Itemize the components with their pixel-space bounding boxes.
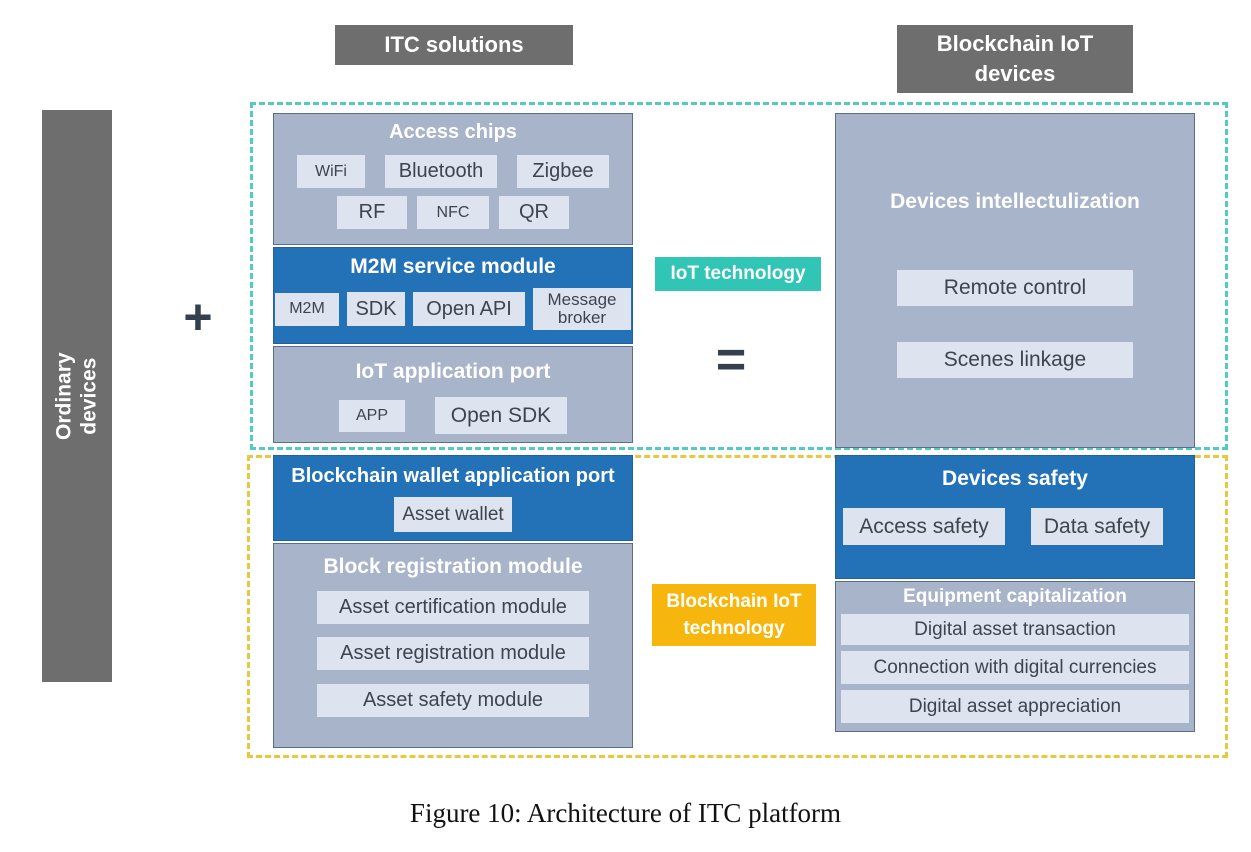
access-chips-row2: RF NFC QR xyxy=(274,196,632,229)
blockchain-iot-devices-line1: Blockchain IoT xyxy=(936,31,1094,56)
iot-application-port-title: IoT application port xyxy=(355,360,551,383)
itc-solutions-label: ITC solutions xyxy=(335,25,573,65)
chip-asset-registration-module: Asset registration module xyxy=(317,637,589,670)
chip-sdk: SDK xyxy=(347,292,405,326)
wallet-chips-row: Asset wallet xyxy=(274,497,632,532)
iot-app-chips-row: APP Open SDK xyxy=(274,397,632,434)
chip-data-safety: Data safety xyxy=(1031,508,1163,545)
chip-m2m: M2M xyxy=(275,292,339,326)
iot-application-port-section: IoT application port APP Open SDK xyxy=(273,346,633,443)
ordinary-devices-line1: Ordinary xyxy=(52,352,76,440)
chip-connection-with-digital-currencies: Connection with digital currencies xyxy=(841,651,1189,684)
access-chips-section: Access chips WiFi Bluetooth Zigbee RF NF… xyxy=(273,113,633,245)
blockchain-wallet-port-title: Blockchain wallet application port xyxy=(291,465,615,487)
blockchain-wallet-port-section: Blockchain wallet application port Asset… xyxy=(273,455,633,541)
chip-open-sdk: Open SDK xyxy=(435,397,567,434)
blockchain-iot-devices-label: Blockchain IoT devices xyxy=(897,25,1133,93)
chip-access-safety: Access safety xyxy=(843,508,1005,545)
equals-operator: = xyxy=(715,331,747,389)
chip-bluetooth: Bluetooth xyxy=(385,155,497,188)
chip-asset-certification-module: Asset certification module xyxy=(317,591,589,624)
devices-intellectulization-title: Devices intellectulization xyxy=(890,190,1140,213)
chip-asset-safety-module: Asset safety module xyxy=(317,684,589,717)
m2m-service-module-title: M2M service module xyxy=(350,255,556,278)
chip-digital-asset-appreciation: Digital asset appreciation xyxy=(841,690,1189,723)
ordinary-devices-line2: devices xyxy=(78,357,101,435)
blockchain-iot-technology-frame xyxy=(247,455,1228,758)
chip-zigbee: Zigbee xyxy=(517,155,609,188)
m2m-service-module-section: M2M service module M2M SDK Open API Mess… xyxy=(273,247,633,344)
figure-caption: Figure 10: Architecture of ITC platform xyxy=(409,798,842,828)
chip-asset-wallet: Asset wallet xyxy=(394,497,512,532)
chip-qr: QR xyxy=(499,196,569,229)
m2m-chips-row: M2M SDK Open API Message broker xyxy=(274,288,632,330)
equipment-capitalization-title: Equipment capitalization xyxy=(903,586,1127,607)
chip-open-api: Open API xyxy=(413,292,525,326)
blockchain-iot-technology-line1: Blockchain IoT xyxy=(666,591,802,612)
devices-safety-chips-row: Access safety Data safety xyxy=(836,508,1194,545)
chip-nfc: NFC xyxy=(417,196,489,229)
chip-app: APP xyxy=(339,399,405,432)
blockchain-iot-devices-line2: devices xyxy=(974,61,1056,86)
chip-message-broker: Message broker xyxy=(533,288,631,330)
access-chips-row1: WiFi Bluetooth Zigbee xyxy=(274,155,632,188)
blockchain-iot-technology-label: Blockchain IoT technology xyxy=(652,584,816,646)
ordinary-devices-rail: Ordinary devices xyxy=(42,110,112,682)
devices-intellectulization-section: Devices intellectulization Remote contro… xyxy=(835,113,1195,448)
access-chips-title: Access chips xyxy=(389,121,517,143)
chip-wifi: WiFi xyxy=(297,155,365,188)
block-registration-module-title: Block registration module xyxy=(323,555,583,578)
chip-scenes-linkage: Scenes linkage xyxy=(897,342,1133,378)
iot-technology-frame xyxy=(250,102,1228,450)
equipment-capitalization-section: Equipment capitalization Digital asset t… xyxy=(835,581,1195,732)
chip-remote-control: Remote control xyxy=(897,270,1133,306)
blockchain-iot-technology-line2: technology xyxy=(683,618,785,639)
block-registration-module-section: Block registration module Asset certific… xyxy=(273,543,633,748)
chip-rf: RF xyxy=(337,196,407,229)
iot-technology-label: IoT technology xyxy=(655,257,821,291)
devices-safety-title: Devices safety xyxy=(942,467,1088,490)
devices-safety-section: Devices safety Access safety Data safety xyxy=(835,455,1195,579)
chip-digital-asset-transaction: Digital asset transaction xyxy=(841,614,1189,645)
plus-operator: + xyxy=(183,289,213,345)
